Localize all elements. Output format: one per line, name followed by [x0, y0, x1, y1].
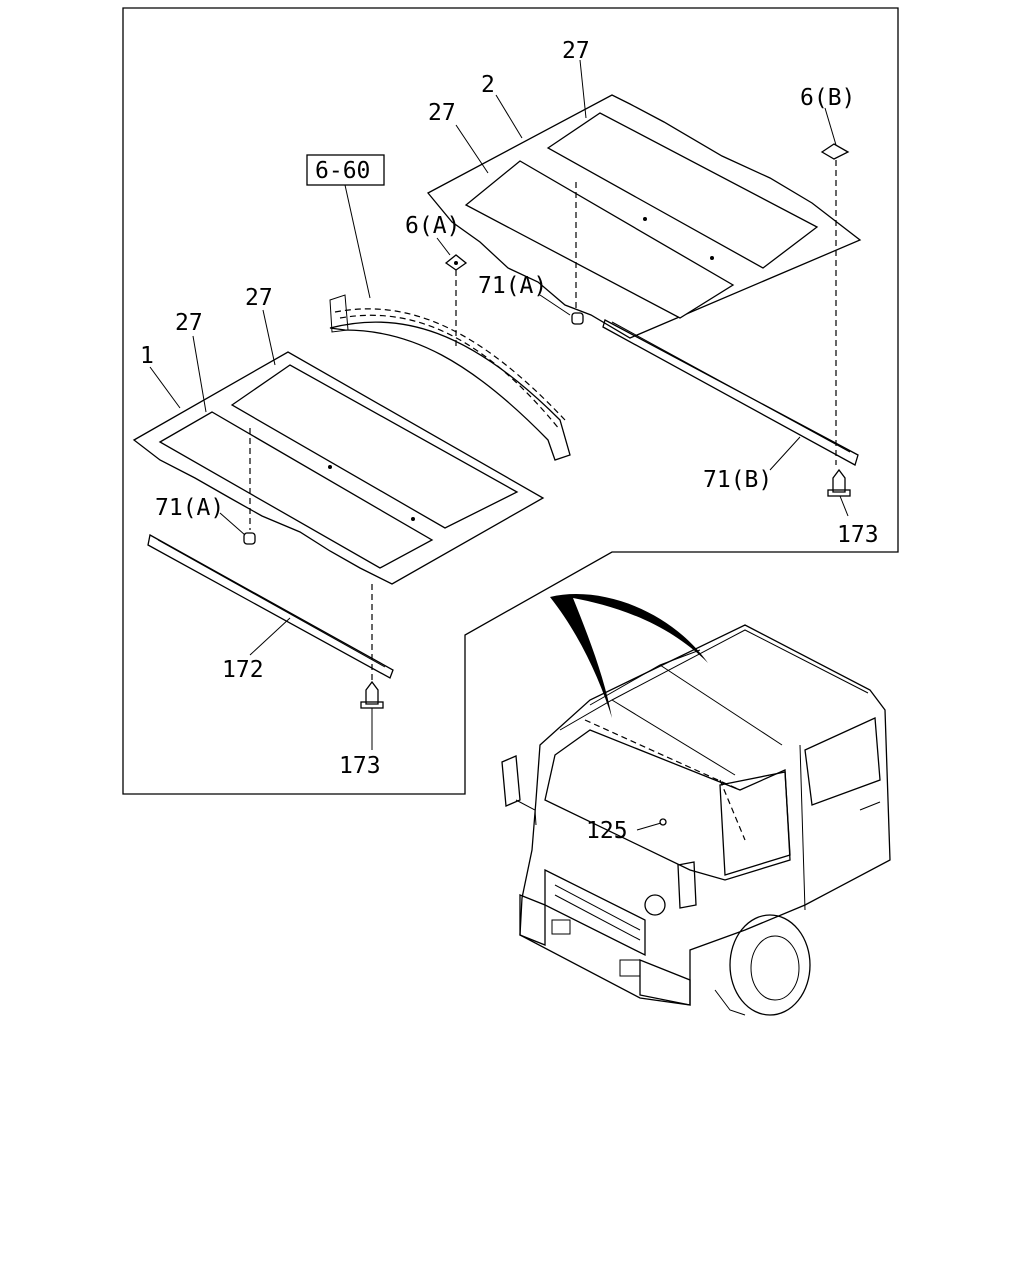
callout-27-left-a: 27	[245, 285, 273, 311]
roof-panel-2	[426, 94, 862, 339]
callout-173-right: 173	[837, 522, 879, 548]
clip-6b-icon	[820, 143, 850, 160]
screw-71a-bottom-icon	[243, 532, 256, 545]
callout-27-top-b: 27	[428, 100, 456, 126]
callout-71a-top: 71(A)	[478, 273, 547, 299]
callout-125: 125	[586, 818, 628, 844]
roof-panel-1	[132, 351, 545, 585]
callout-1: 1	[140, 343, 154, 369]
trim-rail-172	[147, 533, 394, 679]
callout-6a: 6(A)	[405, 213, 460, 239]
detail-frame	[122, 7, 899, 795]
callout-27-left-b: 27	[175, 310, 203, 336]
trim-rail-71b	[602, 319, 859, 466]
callout-173-left: 173	[339, 753, 381, 779]
truck-illustration	[501, 594, 891, 1016]
clip-173-right-icon	[827, 468, 851, 497]
callout-71a-bottom: 71(A)	[155, 495, 224, 521]
callout-172: 172	[222, 657, 264, 683]
screw-71a-top-icon	[571, 312, 584, 325]
callout-6-60: 6-60	[315, 158, 370, 184]
clip-6a-icon	[444, 254, 468, 271]
callout-71b: 71(B)	[703, 467, 772, 493]
callout-2: 2	[481, 72, 495, 98]
callout-27-top: 27	[562, 38, 590, 64]
callout-6b: 6(B)	[800, 85, 855, 111]
ref-box-6-60	[306, 154, 385, 186]
roof-bow-6-60	[329, 294, 571, 461]
clip-173-left-icon	[360, 680, 384, 709]
